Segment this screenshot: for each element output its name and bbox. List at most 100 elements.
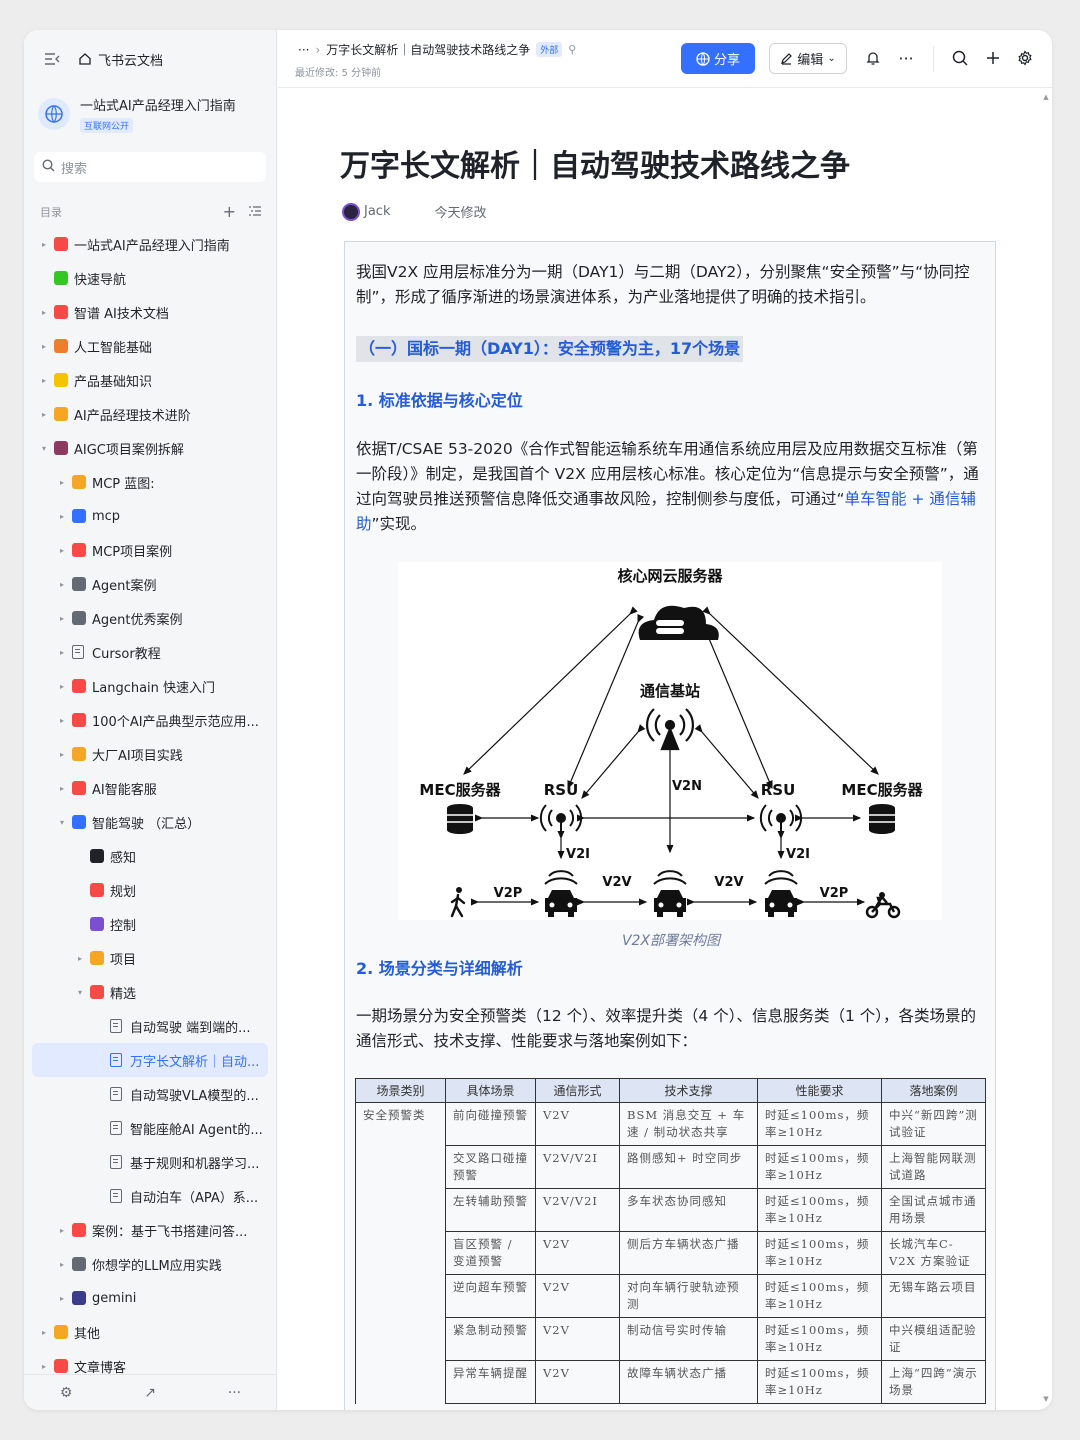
chevron-right-icon[interactable]: ▸ [59,681,64,691]
sidebar-item[interactable]: ▾AIGC项目案例拆解 [32,431,268,465]
table-cell: 时延≤100ms，频率≥10Hz [757,1231,882,1275]
chevron-right-icon[interactable]: ▸ [41,409,46,419]
add-page-icon[interactable]: + [222,202,236,221]
table-cell: V2V [535,1274,620,1318]
sidebar-item[interactable]: ▸gemini [32,1281,268,1315]
chevron-right-icon[interactable]: ▸ [59,579,64,589]
sidebar-item[interactable]: ▸项目 [32,941,268,975]
settings-icon[interactable]: ⚙ [59,1384,73,1401]
share-export-icon[interactable]: ↗ [144,1384,156,1401]
sidebar-item[interactable]: 自动驾驶 端到端的... [32,1009,268,1043]
share-button[interactable]: 分享 [681,43,755,74]
sidebar-item[interactable]: ▸mcp [32,499,268,533]
hundred-icon [72,713,86,727]
sidebar-item[interactable]: ▸AI产品经理技术进阶 [32,397,268,431]
sidebar-item[interactable]: ▸产品基础知识 [32,363,268,397]
chevron-right-icon[interactable]: ▸ [41,307,46,317]
breadcrumb-more-icon[interactable]: ··· [298,42,310,57]
sidebar-item[interactable]: 规划 [32,873,268,907]
scroll-up-icon[interactable]: ▲ [1043,93,1049,101]
sidebar-item[interactable]: ▸智谱 AI技术文档 [32,295,268,329]
search-icon [42,158,55,176]
sidebar-item[interactable]: ▾精选 [32,975,268,1009]
breadcrumb-title[interactable]: 万字长文解析｜自动驾驶技术路线之争 [326,43,531,57]
home-link[interactable]: 飞书云文档 [78,50,163,69]
sidebar-item[interactable]: ▸AI智能客服 [32,771,268,805]
table-header-row: 场景类别具体场景通信形式技术支撑性能要求落地案例 [355,1078,986,1103]
sidebar-item[interactable]: 基于规则和机器学习... [32,1145,268,1179]
chevron-right-icon[interactable]: ▸ [59,647,64,657]
chevron-right-icon[interactable]: ▸ [59,1225,64,1235]
chevron-right-icon[interactable]: ▸ [77,953,82,963]
chevron-right-icon[interactable]: ▸ [41,239,46,249]
more-icon[interactable]: ··· [227,1384,242,1401]
collapse-sidebar-icon[interactable] [44,51,60,67]
chevron-down-icon[interactable]: ▾ [41,443,46,453]
table-cell: 多车状态协同感知 [619,1188,758,1232]
table-cell: 无锡车路云项目 [881,1274,986,1318]
sidebar-item[interactable]: 自动驾驶VLA模型的... [32,1077,268,1111]
sidebar-item[interactable]: ▸100个AI产品典型示范应用... [32,703,268,737]
sidebar-item[interactable]: ▸人工智能基础 [32,329,268,363]
wiki-space[interactable]: 一站式AI产品经理入门指南 互联网公开 [38,94,264,134]
sidebar-item[interactable]: 感知 [32,839,268,873]
chevron-right-icon[interactable]: ▸ [41,1327,46,1337]
scrollbar[interactable]: ▲ ▼ [1042,93,1050,1403]
author-name[interactable]: Jack [364,204,391,219]
sidebar-item[interactable]: ▸一站式AI产品经理入门指南 [32,227,268,261]
sidebar-item[interactable]: ▸Agent优秀案例 [32,601,268,635]
sidebar-item[interactable]: 万字长文解析｜自动... [32,1043,268,1077]
chevron-right-icon[interactable]: ▸ [59,1259,64,1269]
sidebar-item[interactable]: ▸MCP 蓝图: [32,465,268,499]
sidebar-item[interactable]: ▸文章博客 [32,1349,268,1383]
sidebar-item[interactable]: ▸大厂AI项目实践 [32,737,268,771]
chevron-right-icon[interactable]: ▸ [59,715,64,725]
chevron-down-icon: ⌄ [827,53,836,64]
sidebar-item[interactable]: 智能座舱AI Agent的... [32,1111,268,1145]
chevron-right-icon[interactable]: ▸ [59,477,64,487]
pin-icon[interactable]: ⚲ [568,43,577,56]
sidebar-item[interactable]: 自动泊车（APA）系... [32,1179,268,1213]
more-options-icon[interactable]: ··· [898,48,914,68]
chevron-down-icon[interactable]: ▾ [77,987,82,997]
scroll-down-icon[interactable]: ▼ [1043,1395,1049,1403]
toc-options-icon[interactable] [248,202,262,221]
chevron-right-icon[interactable]: ▸ [41,341,46,351]
search-icon[interactable] [949,47,971,69]
chevron-right-icon[interactable]: ▸ [59,783,64,793]
sidebar-item[interactable]: ▸Langchain 快速入门 [32,669,268,703]
chevron-right-icon[interactable]: ▸ [41,375,46,385]
inline-link[interactable]: 单车智能 + 通信辅助 [356,490,976,533]
table-cell: 上海智能网联测试道路 [881,1145,986,1189]
chevron-right-icon[interactable]: ▸ [59,545,64,555]
chevron-right-icon[interactable]: ▸ [59,511,64,521]
v2v-left-label: V2V [602,875,631,890]
sidebar-item[interactable]: ▸案例：基于飞书搭建问答... [32,1213,268,1247]
sidebar-item[interactable]: ▸MCP项目案例 [32,533,268,567]
avatar[interactable] [342,202,360,221]
chevron-right-icon[interactable]: ▸ [59,1293,64,1303]
sidebar-item[interactable]: ▸Agent案例 [32,567,268,601]
sidebar-item[interactable]: 控制 [32,907,268,941]
sidebar-item[interactable]: ▸其他 [32,1315,268,1349]
gear-icon[interactable] [1014,47,1036,69]
chevron-right-icon[interactable]: ▸ [41,1361,46,1371]
add-icon[interactable] [982,47,1004,69]
table-header-cell: 性能要求 [757,1078,882,1103]
edit-mode-button[interactable]: 编辑 ⌄ [769,43,847,74]
sidebar-item[interactable]: ▸你想学的LLM应用实践 [32,1247,268,1281]
eyes-icon [90,849,104,863]
search-placeholder: 搜索 [61,161,88,177]
chevron-down-icon[interactable]: ▾ [59,817,64,827]
notification-bell-icon[interactable] [862,47,884,69]
sidebar-item[interactable]: ▾智能驾驶 （汇总） [32,805,268,839]
heading-scenarios: 2. 场景分类与详细解析 [356,959,523,978]
doc-icon [110,1121,122,1135]
chevron-right-icon[interactable]: ▸ [59,613,64,623]
sidebar-item[interactable]: ▸Cursor教程 [32,635,268,669]
sidebar-item[interactable]: 快速导航 [32,261,268,295]
chevron-right-icon[interactable]: ▸ [59,749,64,759]
sidebar-search-input[interactable]: 搜索 [34,152,266,182]
